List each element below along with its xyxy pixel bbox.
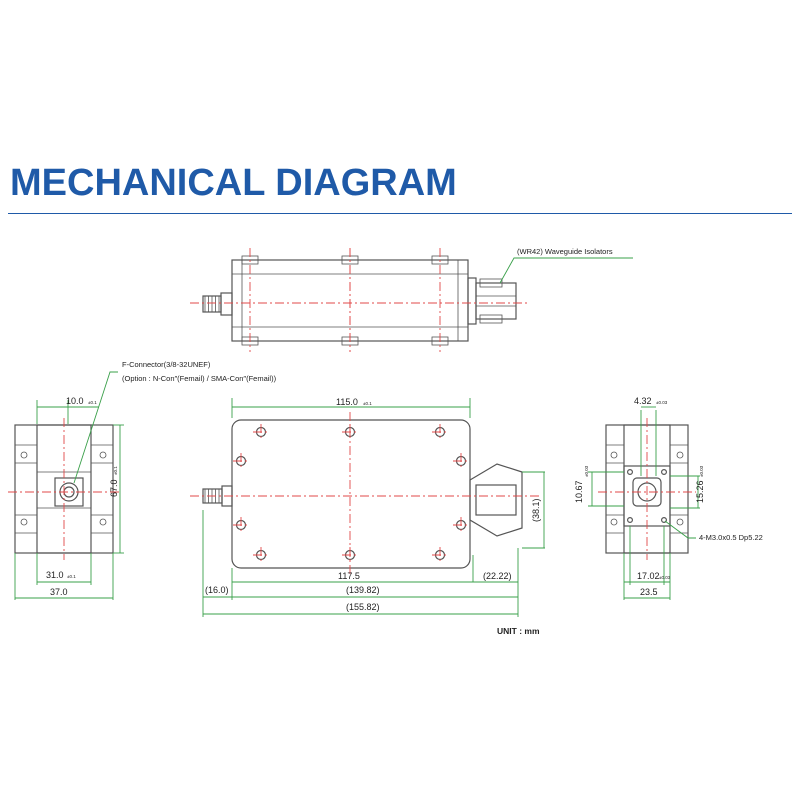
left-view-hole-r-1 <box>99 518 107 526</box>
top-view-waveguide-lug-bottom <box>479 314 503 324</box>
mount-holes-leader <box>664 520 696 539</box>
drawing-geometry <box>8 248 700 617</box>
unit-label: UNIT : mm <box>497 626 540 636</box>
right-view-mount-hole-2 <box>626 516 633 523</box>
isolator-leader <box>499 257 633 284</box>
dim-flange-extension: (22.22) <box>483 571 512 581</box>
front-view-waveguide <box>475 484 517 516</box>
dim-right-left-tol: ±0.03 <box>584 465 589 477</box>
dim-left-top: 10.0 <box>66 396 84 406</box>
dim-left-inner-tol: ±0.1 <box>67 574 76 579</box>
connector-leader <box>73 371 118 484</box>
dim-left-height: 67.0 <box>109 479 119 497</box>
dim-left-height-tol: ±0.1 <box>113 466 118 475</box>
dim-length-middle: (139.82) <box>346 585 380 595</box>
page-title: MECHANICAL DIAGRAM <box>10 162 457 204</box>
top-view-waveguide-lug-top <box>479 278 503 288</box>
dim-left-inner: 31.0 <box>46 570 64 580</box>
dim-height: (38.1) <box>531 498 541 522</box>
right-view-hole-r-1 <box>676 518 684 526</box>
dim-left-total: 37.0 <box>50 587 68 597</box>
dim-top-width: 115.0 <box>336 397 358 407</box>
dim-top-width-tol: ±0.1 <box>363 401 372 406</box>
top-view-waveguide <box>475 282 517 320</box>
left-view-hole-l-1 <box>20 518 28 526</box>
dim-left-top-tol: ±0.1 <box>88 400 97 405</box>
dim-length-total: (155.82) <box>346 602 380 612</box>
connector-option-label: (Option : N-Con″(Femail) / SMA-Con″(Fema… <box>122 374 277 383</box>
left-view-hole-l-0 <box>20 451 28 459</box>
isolator-callout-label: (WR42) Waveguide Isolators <box>517 247 613 256</box>
dim-right-left: 10.67 <box>574 480 584 503</box>
right-view-hole-l-1 <box>610 518 618 526</box>
title-underline <box>8 213 792 214</box>
top-view-connector-base <box>220 292 233 316</box>
right-view-mount-hole-1 <box>660 469 667 476</box>
right-view-mount-hole-3 <box>660 516 667 523</box>
right-view-hole-l-0 <box>610 451 618 459</box>
dim-right-total: 23.5 <box>640 587 658 597</box>
connector-callout-label: F-Connector(3/8-32UNEF) <box>122 360 211 369</box>
front-view-body <box>231 419 471 569</box>
mount-holes-callout: 4-M3.0x0.5 Dp5.22 <box>699 533 763 542</box>
top-view-flange-plate <box>467 277 477 325</box>
dim-body-length: 117.5 <box>338 571 360 581</box>
dim-right-top: 4.32 <box>634 396 652 406</box>
right-view-mount-hole-0 <box>626 469 633 476</box>
dim-connector-extension: (16.0) <box>205 585 229 595</box>
dim-right-inner: 17.02 <box>637 571 660 581</box>
left-view-hole-r-0 <box>99 451 107 459</box>
dim-right-middle: 15.26 <box>695 480 705 503</box>
dim-right-inner-tol: ±0.03 <box>659 575 671 580</box>
dim-right-middle-tol: ±0.03 <box>699 465 704 477</box>
front-view-flange <box>469 463 523 537</box>
right-view-hole-r-0 <box>676 451 684 459</box>
dim-right-top-tol: ±0.03 <box>656 400 668 405</box>
